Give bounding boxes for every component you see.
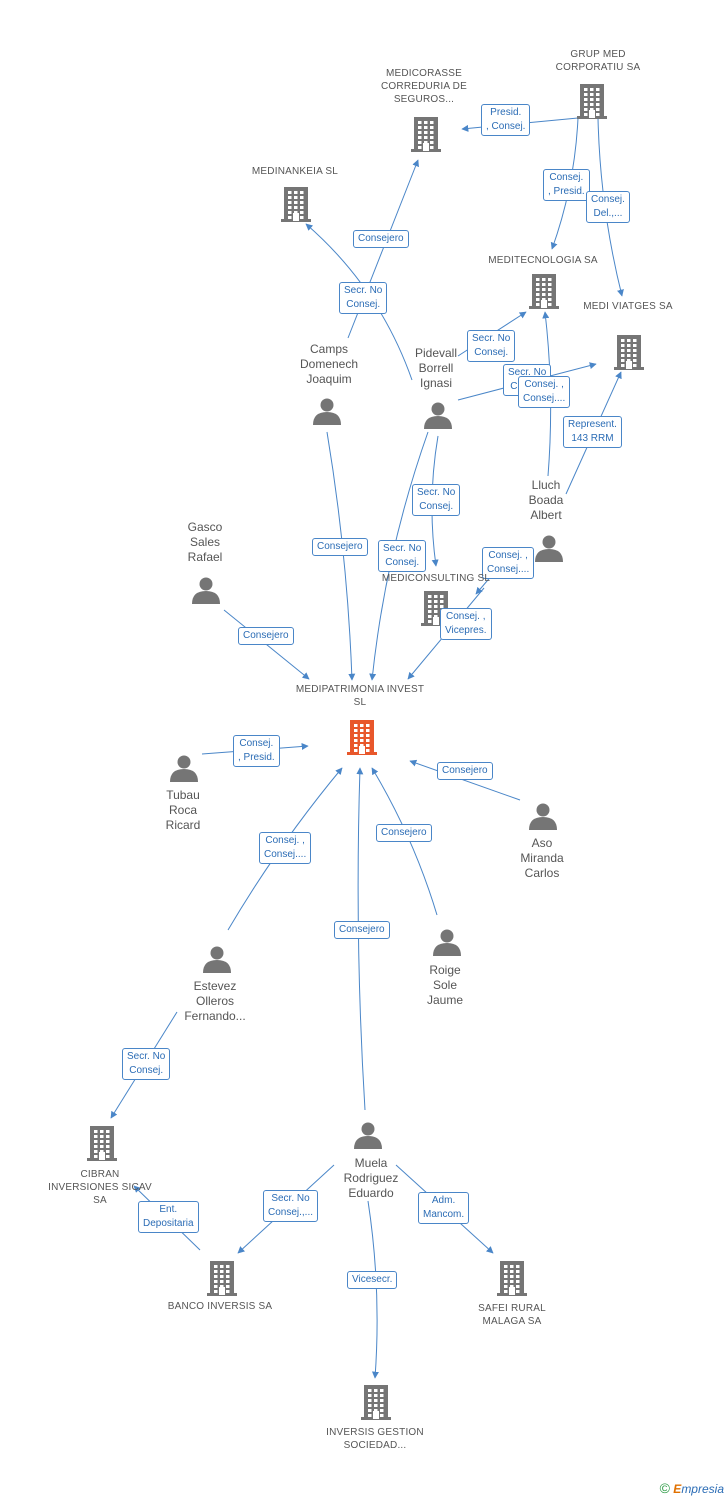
person-icon: [313, 398, 341, 425]
person-icon: [424, 402, 452, 429]
copyright-symbol: ©: [659, 1480, 670, 1496]
company-label-meditecnologia[interactable]: MEDITECNOLOGIA SA: [488, 255, 598, 266]
person-icon: [170, 755, 198, 782]
company-label-safei[interactable]: SAFEI RURAL MALAGA SA: [478, 1303, 546, 1327]
building-icon: [207, 1261, 237, 1296]
edge-label[interactable]: Consejero: [312, 538, 368, 556]
edge-camps-to-medicorasse: [347, 159, 419, 339]
building-icon: [361, 1385, 391, 1420]
edge-label[interactable]: Ent.Depositaria: [138, 1201, 199, 1233]
person-icon: [529, 803, 557, 830]
edge-label[interactable]: Consej., Presid.: [233, 735, 280, 767]
brand-name: mpresia: [681, 1482, 724, 1496]
edge-label[interactable]: Consejero: [334, 921, 390, 939]
edge-label[interactable]: Consejero: [437, 762, 493, 780]
company-label-medinankeia[interactable]: MEDINANKEIA SL: [251, 166, 339, 177]
company-label-bancoinversis[interactable]: BANCO INVERSIS SA: [167, 1301, 273, 1312]
building-icon: [87, 1126, 117, 1161]
brand-initial: E: [673, 1482, 682, 1496]
building-icon: [281, 187, 311, 222]
company-label-medicorasse[interactable]: MEDICORASSE CORREDURIA DE SEGUROS...: [381, 68, 467, 105]
building-icon: [411, 117, 441, 152]
edge-label[interactable]: Consej. ,Consej....: [518, 376, 571, 408]
edge-label[interactable]: Represent.143 RRM: [563, 416, 622, 448]
company-label-grupmed[interactable]: GRUP MED CORPORATIU SA: [555, 49, 641, 73]
building-icon: [347, 720, 377, 755]
person-icon: [535, 535, 563, 562]
edge-label[interactable]: Adm.Mancom.: [418, 1192, 470, 1224]
company-label-medipatrimonia[interactable]: MEDIPATRIMONIA INVEST SL: [295, 684, 425, 708]
edge-muela-to-medipatrimonia: [356, 767, 366, 1111]
edge-label[interactable]: Consejero: [376, 824, 432, 842]
edge-label[interactable]: Consej. ,Vicepres.: [440, 608, 492, 640]
edge-camps-to-medipatrimonia: [326, 431, 356, 681]
edge-aso-to-medipatrimonia: [409, 759, 521, 801]
company-label-mediconsulting[interactable]: MEDICONSULTING SL: [381, 573, 491, 584]
edge-label[interactable]: Consej. ,Consej....: [259, 832, 312, 864]
edge-label[interactable]: Consej. ,Consej....: [482, 547, 535, 579]
edge-muela-to-inversisgestion: [367, 1200, 379, 1379]
building-icon: [497, 1261, 527, 1296]
person-icon: [203, 946, 231, 973]
building-icon: [577, 84, 607, 119]
company-label-cibran[interactable]: CIBRAN INVERSIONES SICAV SA: [48, 1169, 152, 1206]
person-icon: [192, 577, 220, 604]
building-icon: [529, 274, 559, 309]
footer-brand: © Empresia: [660, 1480, 724, 1496]
edge-label[interactable]: Vicesecr.: [347, 1271, 398, 1289]
company-label-mediviatges[interactable]: MEDI VIATGES SA: [583, 301, 673, 312]
person-icon: [433, 929, 461, 956]
edge-label[interactable]: Presid., Consej.: [481, 104, 531, 136]
company-label-inversisgestion[interactable]: INVERSIS GESTION SOCIEDAD...: [326, 1427, 424, 1451]
edge-label[interactable]: Consejero: [238, 627, 294, 645]
edge-label[interactable]: Consej., Presid.: [543, 169, 590, 201]
person-icon: [354, 1122, 382, 1149]
edge-label[interactable]: Consejero: [353, 230, 409, 248]
building-icon: [614, 335, 644, 370]
edge-label[interactable]: Consej.Del.,...: [586, 191, 630, 223]
